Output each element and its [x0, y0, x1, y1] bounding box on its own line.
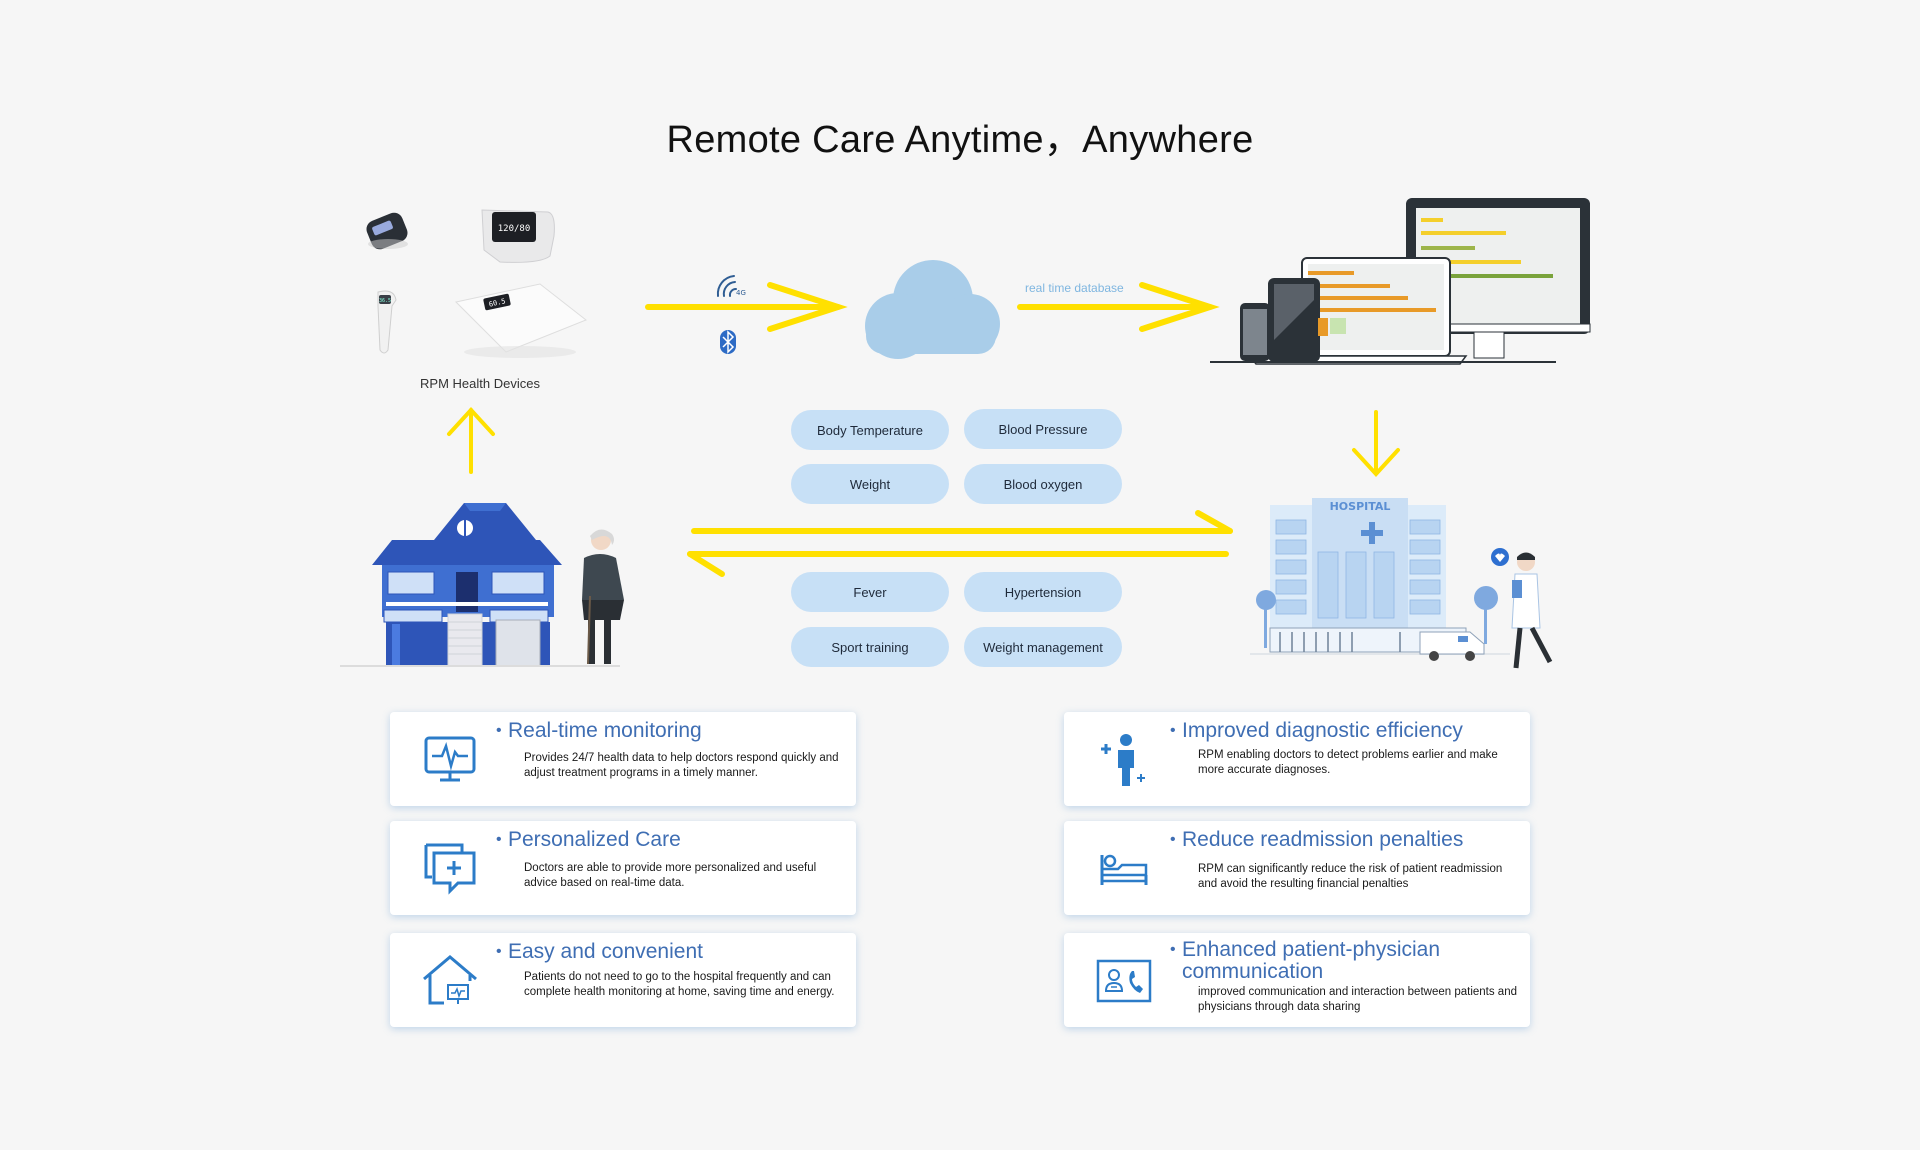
ambulance-icon [1419, 631, 1485, 661]
metric-pill-body-temperature: Body Temperature [791, 410, 949, 450]
benefit-card-realtime-monitoring: Real-time monitoring Provides 24/7 healt… [390, 712, 856, 806]
hospital-sign: HOSPITAL [1330, 500, 1391, 513]
benefit-title: Easy and convenient [496, 941, 846, 964]
hospital-building-icon: HOSPITAL [1250, 498, 1510, 655]
tablet-icon [1268, 278, 1328, 362]
svg-text:4G: 4G [736, 289, 746, 297]
arrow-cloud-to-screens [1017, 282, 1220, 332]
benefit-description: Provides 24/7 health data to help doctor… [524, 752, 839, 779]
blood-pressure-monitor-icon: 120/80 [481, 209, 555, 263]
thermometer-icon: 36.5 [377, 290, 397, 354]
benefit-description: Doctors are able to provide more persona… [524, 862, 817, 889]
arrow-devices-to-cloud [645, 282, 848, 332]
page-title: Remote Care Anytime，Anywhere [666, 119, 1254, 161]
arrow-home-to-hospital [691, 510, 1233, 534]
condition-pill-fever: Fever [791, 572, 949, 612]
laptop-icon [1210, 257, 1556, 365]
benefit-description: RPM can significantly reduce the risk of… [1198, 863, 1503, 890]
benefit-card-diagnostic-efficiency: Improved diagnostic efficiency RPM enabl… [1064, 712, 1530, 806]
bluetooth-icon [720, 330, 736, 354]
arrow-hospital-to-home [687, 551, 1229, 577]
benefit-title: Improved diagnostic efficiency [1170, 720, 1520, 743]
monitor-heartbeat-icon [424, 736, 476, 782]
benefit-title: Personalized Care [496, 829, 846, 852]
benefit-title: Real-time monitoring [496, 720, 846, 743]
condition-pill-sport-training: Sport training [791, 627, 949, 667]
benefit-card-patient-physician-communication: Enhanced patient-physician communication… [1064, 933, 1530, 1027]
elderly-patient-icon [582, 529, 624, 665]
benefit-card-easy-convenient: Easy and convenient Patients do not need… [390, 933, 856, 1027]
benefit-description: Patients do not need to go to the hospit… [524, 971, 835, 998]
benefit-card-personalized-care: Personalized Care Doctors are able to pr… [390, 821, 856, 915]
condition-pill-weight-management: Weight management [964, 627, 1122, 667]
condition-pill-hypertension: Hypertension [964, 572, 1122, 612]
metric-pill-blood-oxygen: Blood oxygen [964, 464, 1122, 504]
benefit-description: RPM enabling doctors to detect problems … [1198, 749, 1498, 776]
metric-pill-blood-pressure: Blood Pressure [964, 409, 1122, 449]
scale-reading: 60.5 [488, 297, 506, 308]
bp-reading: 120/80 [498, 224, 531, 234]
metric-pill-weight: Weight [791, 464, 949, 504]
thermometer-reading: 36.5 [379, 298, 391, 304]
doctor-icon [1491, 548, 1553, 669]
house-icon [340, 503, 620, 667]
home-monitor-icon [423, 955, 477, 1005]
chat-plus-icon [424, 843, 476, 895]
arrow-screens-to-hospital [1352, 410, 1400, 477]
realtime-db-label: real time database [1025, 281, 1124, 295]
phone-icon [1240, 303, 1270, 361]
smart-scale-icon: 60.5 [454, 283, 587, 358]
doctor-phone-icon [1096, 959, 1152, 1003]
cloud-icon [865, 260, 1000, 359]
devices-label: RPM Health Devices [420, 376, 540, 391]
desktop-monitor-icon [1406, 198, 1591, 359]
benefit-title: Reduce readmission penalties [1170, 829, 1520, 852]
benefit-description: improved communication and interaction b… [1198, 986, 1517, 1013]
arrow-home-to-devices [447, 407, 495, 474]
person-plus-icon [1101, 734, 1145, 786]
pulse-oximeter-icon [366, 212, 408, 250]
benefit-title: Enhanced patient-physician communication [1170, 939, 1520, 983]
hospital-bed-icon [1100, 854, 1148, 885]
wifi-4g-icon: 4G [716, 275, 746, 297]
benefit-card-readmission-penalties: Reduce readmission penalties RPM can sig… [1064, 821, 1530, 915]
